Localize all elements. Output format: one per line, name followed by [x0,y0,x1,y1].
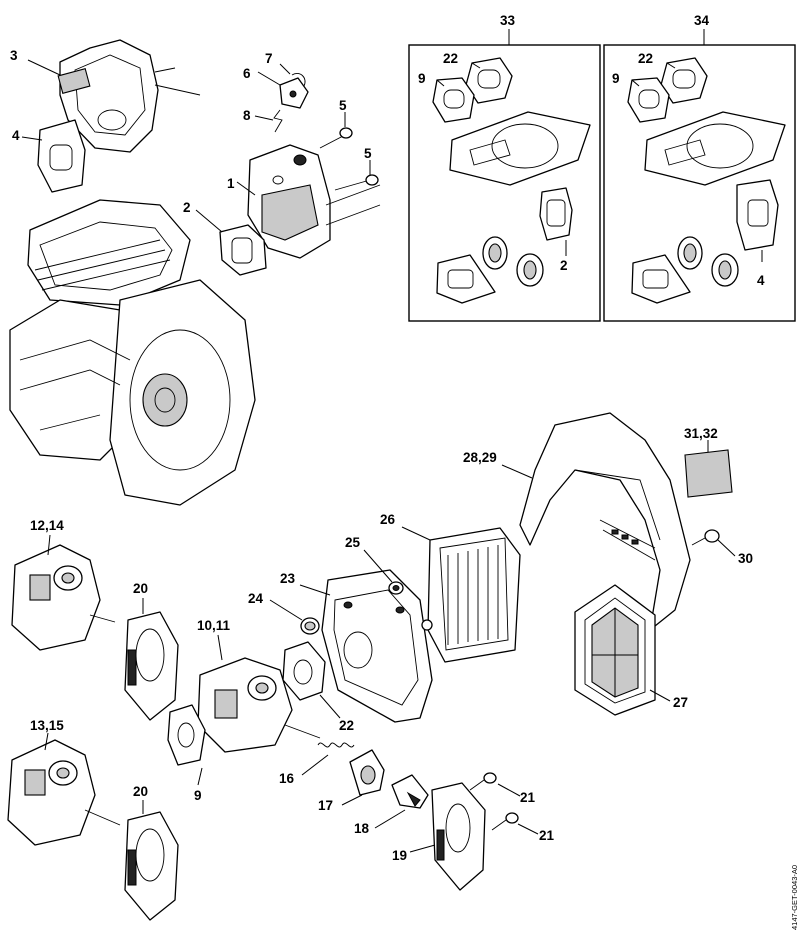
part-31-32-label [684,440,733,498]
label-20-bottom: 20 [133,784,148,799]
kit-box-33 [408,29,601,322]
part-27-filter-frame [574,584,671,716]
label-9-box34: 9 [612,71,620,86]
kit-box-34 [603,29,796,322]
label-33: 33 [500,13,516,28]
label-2-box33: 2 [560,258,568,273]
engine-assembly [9,199,256,506]
part-17-adapter [341,749,385,806]
label-10-11: 10,11 [197,618,231,633]
label-2: 2 [183,200,191,215]
part-2-gasket [195,209,267,276]
part-4-gasket [21,119,86,193]
label-5-top: 5 [339,98,347,113]
part-10-11-carburetor [197,634,321,753]
part-24-plug [269,599,320,635]
label-21-top: 21 [520,790,536,805]
label-7: 7 [265,51,273,66]
label-4: 4 [12,128,20,143]
label-22-box33: 22 [443,51,458,66]
parts-6-7-8 [254,63,309,133]
label-21-bottom: 21 [539,828,555,843]
label-18: 18 [354,821,370,836]
label-22-middle: 22 [339,718,354,733]
label-24: 24 [248,591,264,606]
part-9-gasket [167,704,206,786]
part-21-screws [469,772,539,835]
label-23: 23 [280,571,296,586]
part-28-29-cover [501,412,691,631]
label-30: 30 [738,551,753,566]
part-30-screw [691,529,736,557]
part-26-air-filter [401,526,521,663]
label-19: 19 [392,848,407,863]
label-17: 17 [318,798,333,813]
label-6: 6 [243,66,251,81]
label-25: 25 [345,535,361,550]
part-20-intake-a [124,598,179,721]
part-5-screws [319,112,379,191]
label-26: 26 [380,512,396,527]
label-28-29: 28,29 [463,450,497,465]
part-13-15-carburetor [7,732,121,846]
label-1: 1 [227,176,235,191]
label-22-box34: 22 [638,51,653,66]
label-20-top: 20 [133,581,148,596]
part-12-14-carburetor [11,534,116,651]
label-4-box34: 4 [757,273,765,288]
label-27: 27 [673,695,688,710]
label-3: 3 [10,48,18,63]
part-20-intake-b [124,800,179,921]
part-19-intake [409,782,486,891]
part-18-connector [374,774,429,829]
callout-labels: 3 4 7 6 8 5 5 1 2 33 34 22 9 2 22 9 4 31… [10,13,799,930]
label-34: 34 [694,13,710,28]
part-23-carb-base [299,569,433,723]
part-1-housing [236,144,381,259]
label-8: 8 [243,108,251,123]
part-25-nut [363,549,433,631]
part-3-bracket [27,39,201,153]
label-9-middle: 9 [194,788,202,803]
label-9-box33: 9 [418,71,426,86]
label-16: 16 [279,771,295,786]
label-5-bottom: 5 [364,146,372,161]
part-16-spring [301,742,355,776]
label-31-32: 31,32 [684,426,718,441]
label-12-14: 12,14 [30,518,64,533]
document-code: 4147-GET-0043-A0 [790,865,799,930]
label-13-15: 13,15 [30,718,64,733]
